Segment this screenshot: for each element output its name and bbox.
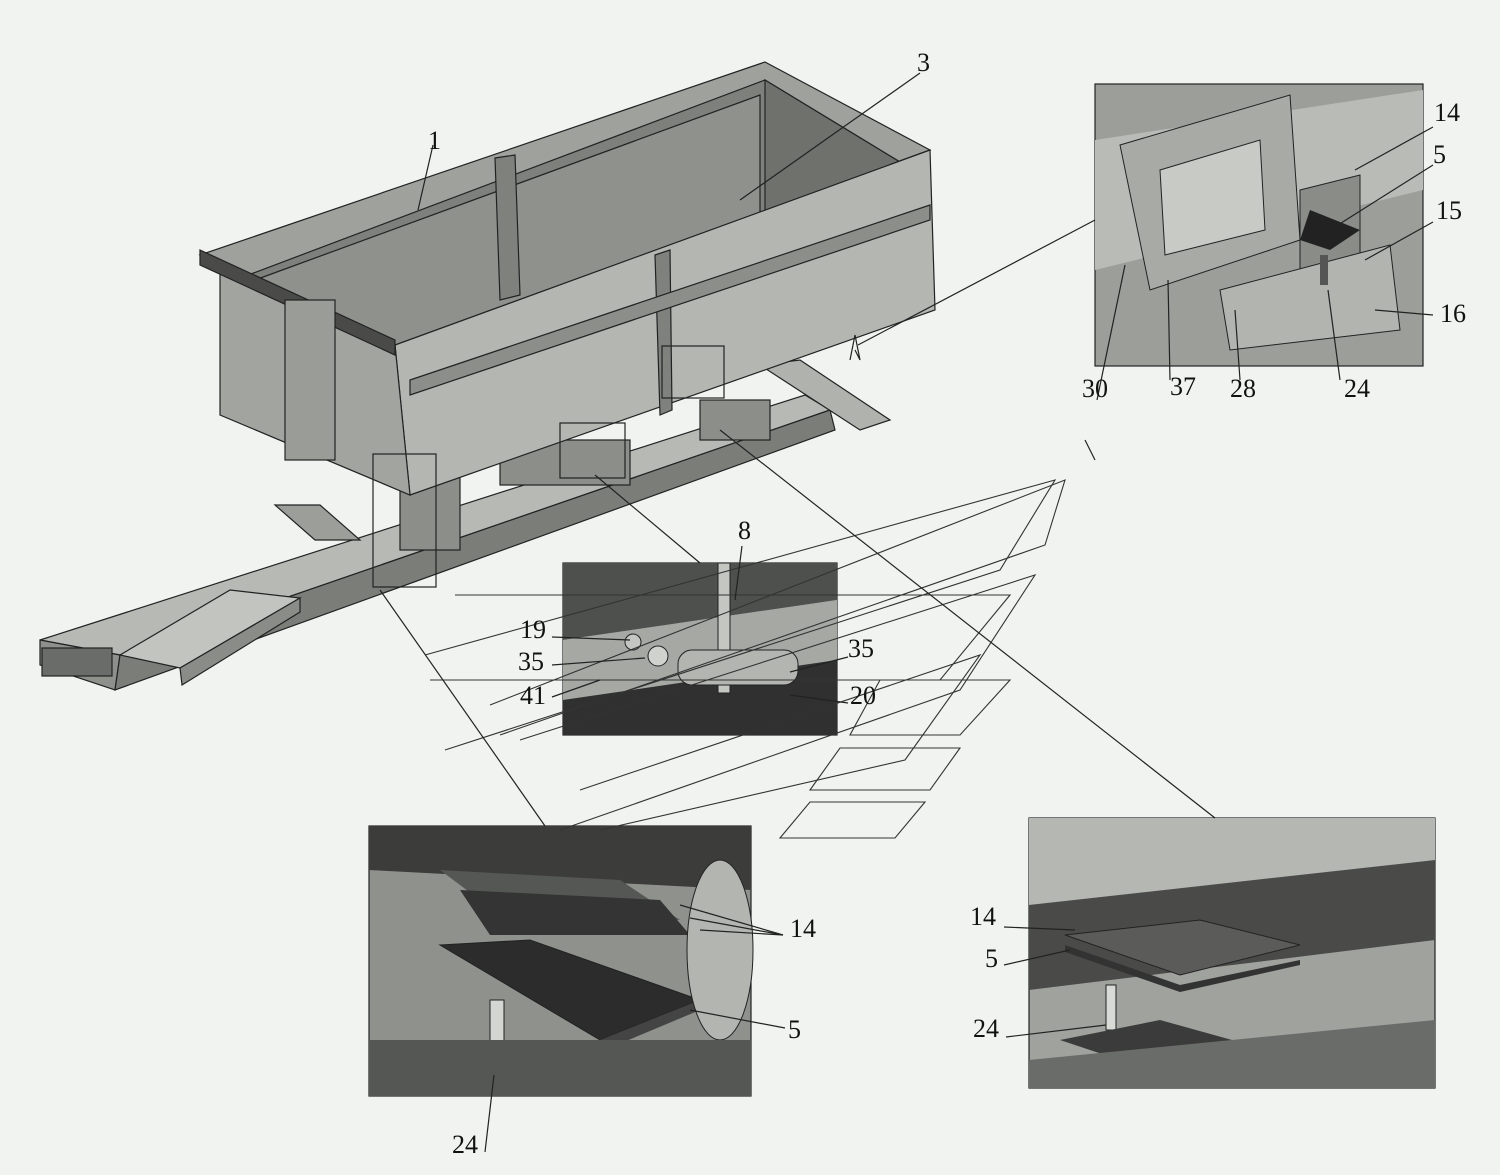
callout-br-24: 24 [973,1014,999,1043]
callout-35-right: 35 [848,634,874,663]
callout-8: 8 [738,516,751,545]
guide-outlines [424,479,1066,839]
callout-20: 20 [850,681,876,710]
detail-center [562,562,838,736]
callout-1: 1 [428,126,441,155]
callout-bl-24: 24 [452,1130,478,1159]
leader-lines [379,72,1434,1153]
callout-tr-30: 30 [1082,374,1108,403]
detail-markers [372,345,725,588]
callout-tr-15: 15 [1436,196,1462,225]
callout-br-14: 14 [970,902,996,931]
callout-41: 41 [520,681,546,710]
callout-3: 3 [917,48,930,77]
dump-body [198,61,936,496]
detail-bottom-right [1028,817,1436,1089]
callout-bl-5: 5 [788,1015,801,1044]
callout-br-5: 5 [985,944,998,973]
detail-top-right [1094,83,1424,367]
callout-bl-14: 14 [790,914,816,943]
callout-tr-14: 14 [1434,98,1460,127]
callout-35-left: 35 [518,647,544,676]
callout-tr-28: 28 [1230,374,1256,403]
callout-tr-24: 24 [1344,374,1370,403]
callout-tr-37: 37 [1170,372,1196,401]
callout-tr-16: 16 [1440,299,1466,328]
callout-tr-5: 5 [1433,140,1446,169]
callout-19: 19 [520,615,546,644]
detail-bottom-left [368,825,754,1097]
